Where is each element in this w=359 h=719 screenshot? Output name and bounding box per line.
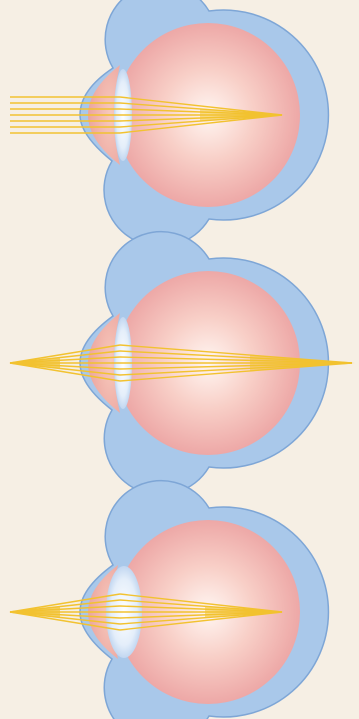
- eye-farsighted: [10, 481, 328, 719]
- eye-nearsighted: [10, 232, 355, 495]
- eye-normal: [10, 0, 328, 246]
